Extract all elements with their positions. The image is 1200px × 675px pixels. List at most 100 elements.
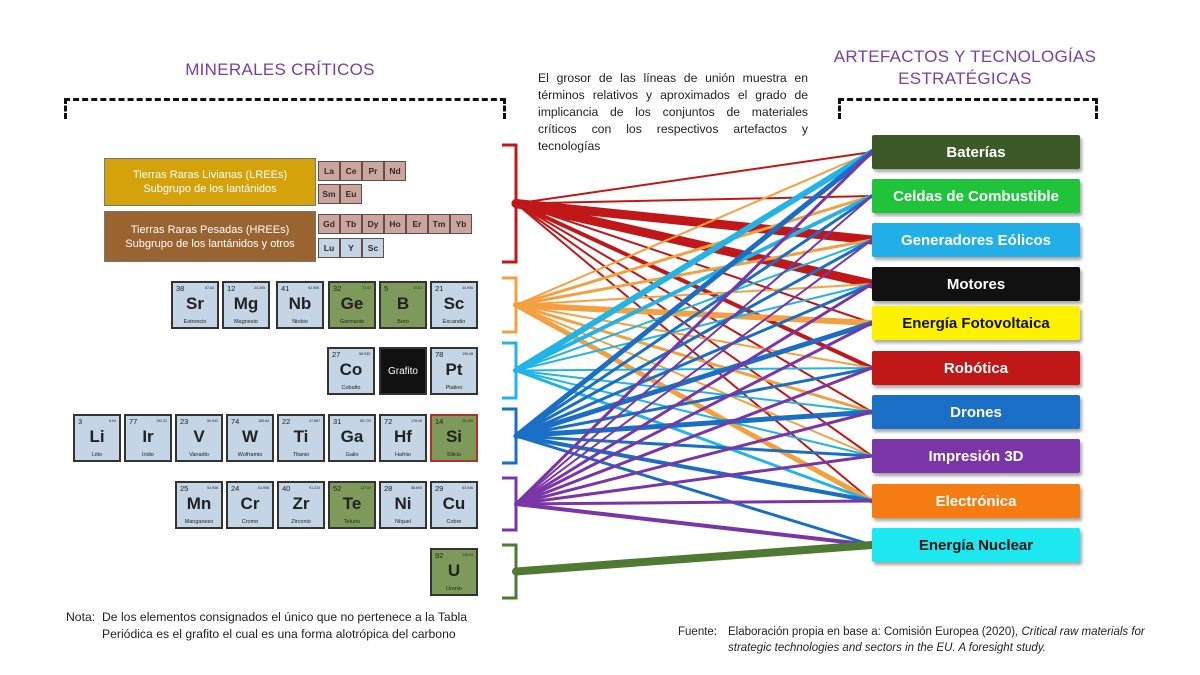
technologies-title-line2: ESTRATÉGICAS xyxy=(898,69,1032,88)
mineral-group-bracket xyxy=(502,407,520,465)
mineral-group-bracket xyxy=(502,543,520,600)
connection-line xyxy=(514,434,874,458)
hree-element: Tm xyxy=(428,214,450,234)
source-citation: Fuente: Elaboración propia en base a: Co… xyxy=(678,624,1188,656)
connection-line xyxy=(513,409,875,439)
connection-line xyxy=(514,502,874,547)
lree-element: Eu xyxy=(340,184,362,204)
connection-line xyxy=(514,434,874,547)
connection-line xyxy=(514,454,874,506)
connection-line xyxy=(514,366,874,438)
connection-line xyxy=(513,149,875,374)
connection-line xyxy=(515,195,873,505)
lree-element: Nd xyxy=(384,161,406,181)
tech-label: Motores xyxy=(946,275,1006,293)
technologies-title-line1: ARTEFACTOS Y TECNOLOGÍAS xyxy=(833,47,1097,66)
hree-title: Tierras Raras Pesadas (HREEs) xyxy=(130,223,290,236)
connection-line xyxy=(515,369,873,413)
connection-line xyxy=(514,366,874,506)
footnote-label: Nota: xyxy=(66,610,96,624)
tech-box: Energía Nuclear xyxy=(872,528,1080,562)
connection-line xyxy=(514,238,874,307)
line-thickness-description: El grosor de las líneas de unión muestra… xyxy=(538,71,808,153)
connection-line xyxy=(514,150,874,506)
hree-group-label: Tierras Raras Pesadas (HREEs) Subgrupo d… xyxy=(104,211,316,262)
lree-element: La xyxy=(318,161,340,181)
tech-label: Energía Fotovoltaica xyxy=(902,314,1050,332)
tech-box: Impresión 3D xyxy=(872,439,1080,473)
tech-label: Celdas de Combustible xyxy=(893,187,1059,205)
tech-box: Baterías xyxy=(872,135,1080,169)
element-tile-graphite: Grafito xyxy=(379,347,427,395)
lree-group-label: Tierras Raras Livianas (LREEs) Subgrupo … xyxy=(104,158,316,206)
connection-line xyxy=(511,199,877,289)
connection-line xyxy=(515,367,873,372)
hree-element: Y xyxy=(340,238,362,258)
minerals-bracket xyxy=(64,98,506,119)
connection-line xyxy=(513,320,875,439)
hree-element: Tb xyxy=(340,214,362,234)
connection-line xyxy=(515,239,873,372)
source-text: Elaboración propia en base a: Comisión E… xyxy=(728,626,1022,638)
source-title: Critical raw materials for strategic tec… xyxy=(728,626,1145,654)
tech-box: Celdas de Combustible xyxy=(872,179,1080,213)
lree-title: Tierras Raras Livianas (LREEs) xyxy=(132,169,288,181)
footnote-text: De los elementos consignados el único qu… xyxy=(102,610,467,641)
connection-line xyxy=(512,541,876,576)
footnote: Nota: De los elementos consignados el ún… xyxy=(66,609,506,643)
tech-box: Generadores Eólicos xyxy=(872,223,1080,257)
tech-box: Motores xyxy=(872,267,1080,301)
tech-label: Generadores Eólicos xyxy=(900,231,1052,249)
connection-line xyxy=(514,321,874,506)
mineral-group-bracket xyxy=(502,143,520,264)
lree-element: Sm xyxy=(318,184,340,204)
connection-line xyxy=(514,282,874,438)
source-label: Fuente: xyxy=(678,626,717,638)
connection-line xyxy=(514,194,874,307)
mineral-group-bracket xyxy=(502,476,520,532)
technologies-bracket xyxy=(838,98,1098,119)
hree-element: Gd xyxy=(318,214,340,234)
tech-label: Baterías xyxy=(946,143,1006,161)
hree-element: Yb xyxy=(450,214,472,234)
hree-element: Er xyxy=(406,214,428,234)
tech-label: Energía Nuclear xyxy=(918,536,1034,554)
tech-label: Impresión 3D xyxy=(928,447,1024,465)
minerals-title: MINERALES CRÍTICOS xyxy=(185,60,375,79)
mineral-group-bracket xyxy=(502,276,520,334)
lree-subtitle: Subgrupo de los lantánidos xyxy=(143,183,277,195)
tech-box: Drones xyxy=(872,395,1080,429)
hree-element: Sc xyxy=(362,238,384,258)
connection-line xyxy=(513,149,875,439)
tech-box: Robótica xyxy=(872,351,1080,385)
connection-line xyxy=(514,499,874,506)
tech-label: Electrónica xyxy=(935,492,1017,510)
hree-subtitle: Subgrupo de los lantánidos y otros xyxy=(125,237,295,250)
hree-element: Ho xyxy=(384,214,406,234)
lree-element: Ce xyxy=(340,161,362,181)
tech-box: Energía Fotovoltaica xyxy=(872,306,1080,340)
tech-box: Electrónica xyxy=(872,484,1080,518)
connection-line xyxy=(515,239,873,505)
lree-element: Pr xyxy=(362,161,384,181)
connection-line xyxy=(514,410,874,506)
